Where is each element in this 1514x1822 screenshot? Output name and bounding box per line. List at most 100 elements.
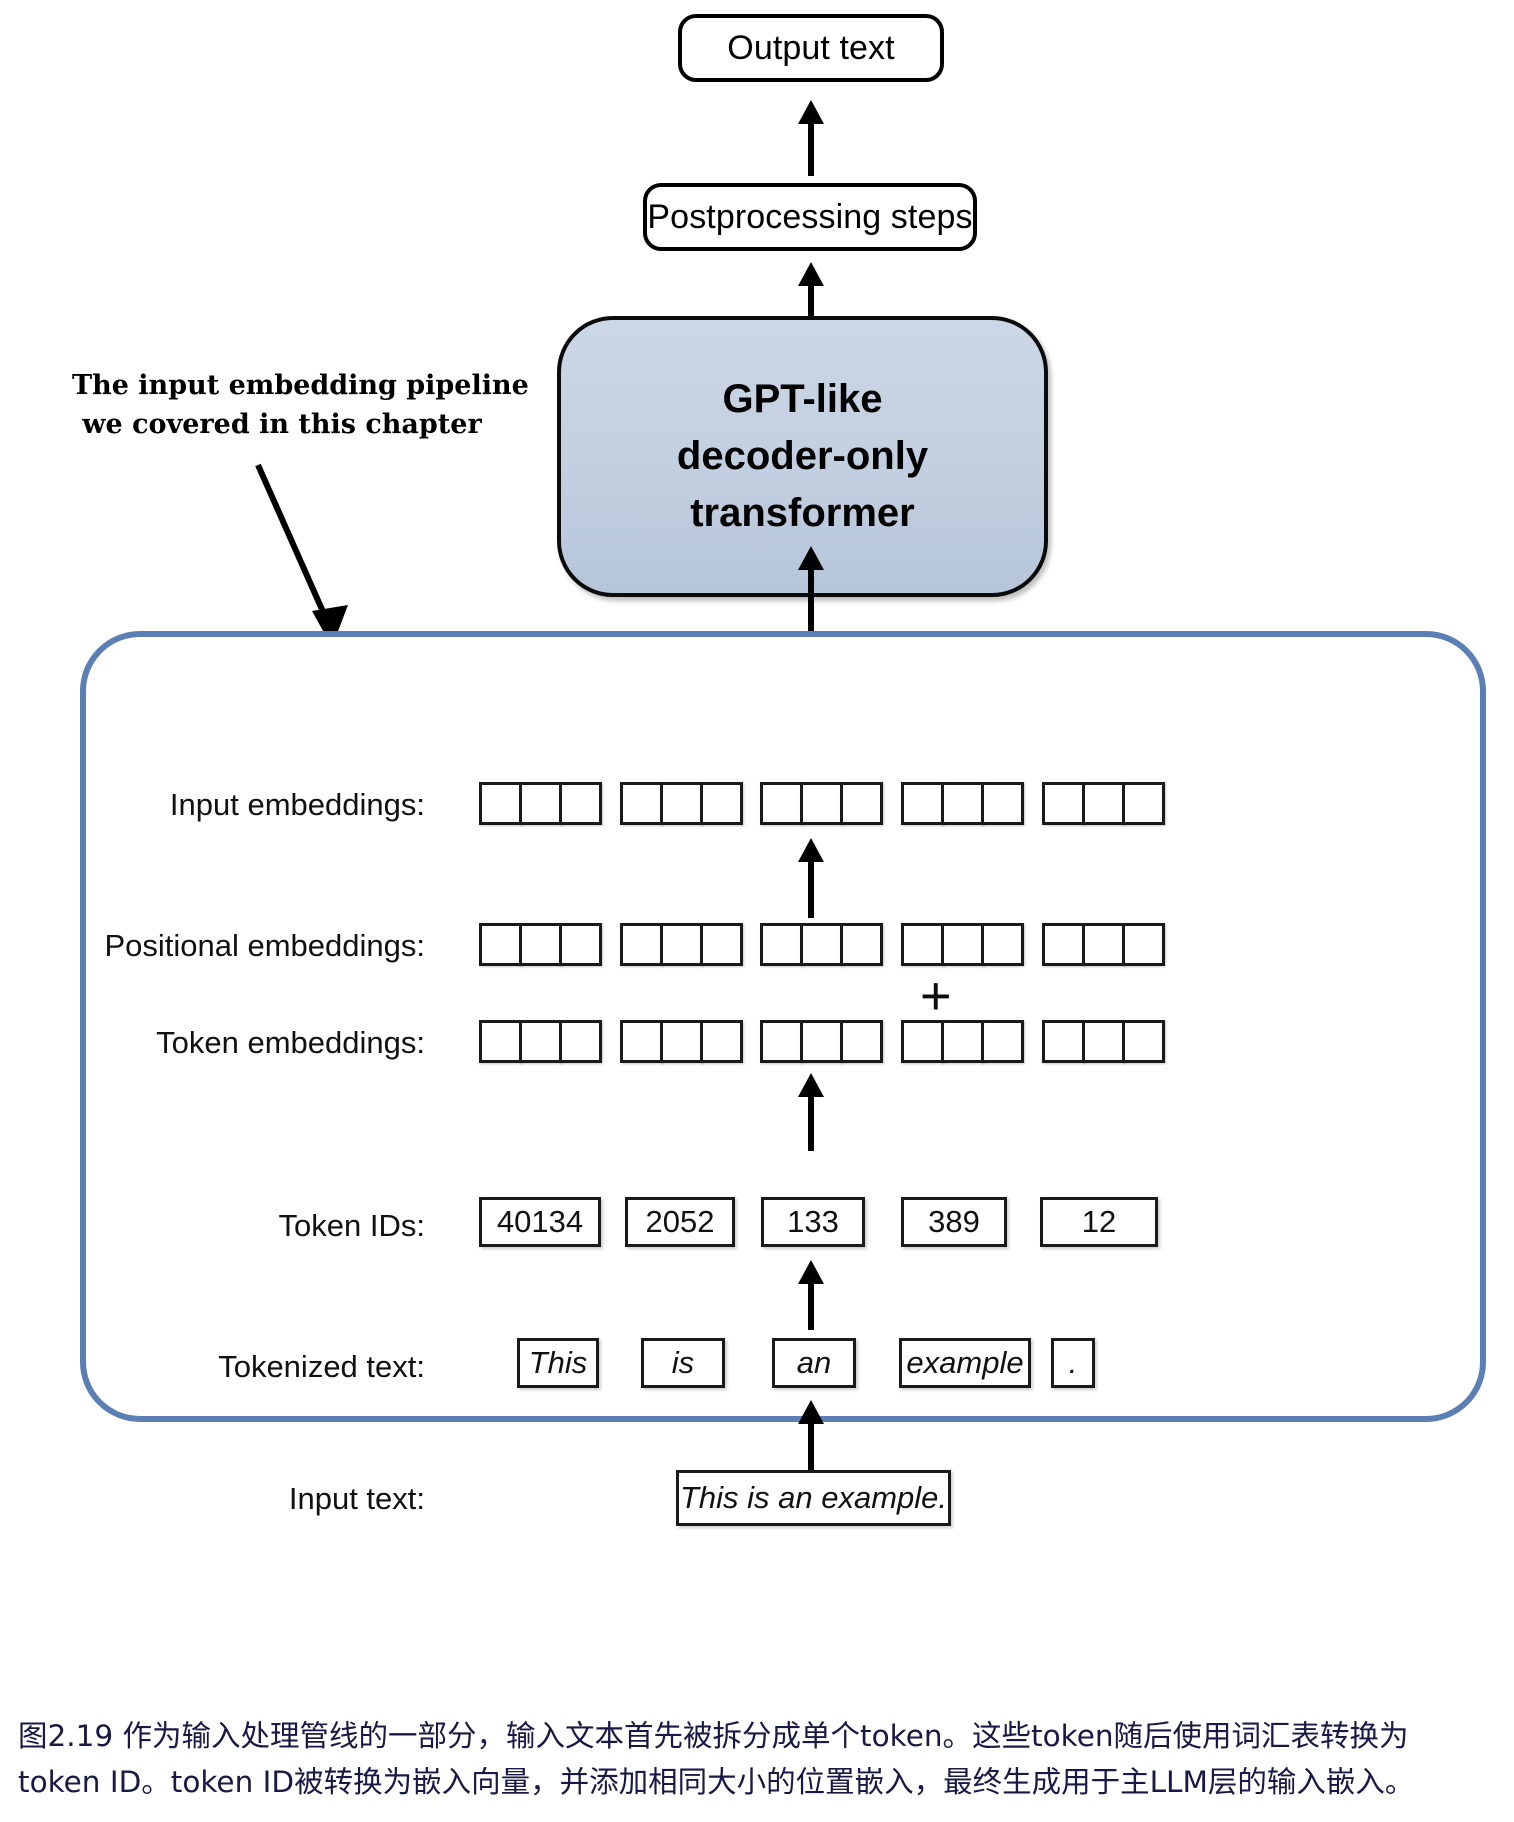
embedding-cell bbox=[901, 923, 944, 966]
embedding-cell bbox=[519, 782, 562, 825]
output-text-box: Output text bbox=[678, 14, 944, 82]
token-embedding-group-2 bbox=[620, 1020, 743, 1063]
embedding-cell bbox=[760, 923, 803, 966]
embedding-cell bbox=[519, 923, 562, 966]
embedding-cell bbox=[981, 1020, 1024, 1063]
label-positional-embeddings: Positional embeddings: bbox=[104, 928, 425, 963]
plus-operator: + bbox=[920, 966, 952, 1026]
embedding-cell bbox=[1122, 782, 1165, 825]
label-input-embeddings: Input embeddings: bbox=[169, 787, 425, 822]
embedding-cell bbox=[981, 782, 1024, 825]
input-embedding-group-5 bbox=[1042, 782, 1165, 825]
arrow-shaft bbox=[808, 852, 814, 918]
embedding-cell bbox=[1082, 782, 1125, 825]
input-embedding-group-2 bbox=[620, 782, 743, 825]
embedding-cell bbox=[941, 1020, 984, 1063]
embedding-cell bbox=[620, 782, 663, 825]
token-id-box-2: 2052 bbox=[625, 1197, 735, 1247]
arrow-shaft bbox=[808, 1274, 814, 1330]
token-box-3: an bbox=[772, 1338, 856, 1388]
figure-caption: 图2.19 作为输入处理管线的一部分，输入文本首先被拆分成单个token。这些t… bbox=[18, 1714, 1508, 1805]
embedding-cell bbox=[1122, 1020, 1165, 1063]
transformer-line-2: decoder-only bbox=[676, 434, 929, 479]
positional-embedding-group-3 bbox=[760, 923, 883, 966]
embedding-cell bbox=[760, 782, 803, 825]
arrow-transformer-to-postprocessing bbox=[798, 262, 824, 322]
embedding-cell bbox=[1042, 782, 1085, 825]
token-id-box-3: 133 bbox=[761, 1197, 865, 1247]
arrow-tokenized-text-to-token-ids bbox=[798, 1260, 824, 1330]
arrow-shaft bbox=[808, 560, 814, 692]
embedding-cell bbox=[559, 1020, 602, 1063]
token-embedding-group-5 bbox=[1042, 1020, 1165, 1063]
embedding-cell bbox=[1082, 923, 1125, 966]
arrow-embeddings-to-transformer bbox=[798, 546, 824, 692]
token-box-5: . bbox=[1051, 1338, 1095, 1388]
embedding-cell bbox=[660, 1020, 703, 1063]
embedding-cell bbox=[840, 923, 883, 966]
embedding-cell bbox=[901, 782, 944, 825]
input-embedding-group-3 bbox=[760, 782, 883, 825]
input-embedding-group-4 bbox=[901, 782, 1024, 825]
label-tokenized-text: Tokenized text: bbox=[218, 1349, 425, 1384]
embedding-cell bbox=[620, 1020, 663, 1063]
arrow-shaft bbox=[808, 114, 814, 176]
token-embedding-group-4 bbox=[901, 1020, 1024, 1063]
arrow-input-text-to-tokenized-text bbox=[798, 1400, 824, 1474]
gpt-decoder-transformer-block: GPT-like decoder-only transformer bbox=[557, 316, 1048, 597]
embedding-cell bbox=[660, 782, 703, 825]
embedding-cell bbox=[479, 1020, 522, 1063]
token-embedding-group-1 bbox=[479, 1020, 602, 1063]
embedding-cell bbox=[1042, 923, 1085, 966]
embedding-cell bbox=[700, 782, 743, 825]
embedding-cell bbox=[559, 782, 602, 825]
embedding-cell bbox=[1122, 923, 1165, 966]
postprocessing-steps-label: Postprocessing steps bbox=[647, 197, 973, 236]
annotation-callout: The input embedding pipeline we covered … bbox=[72, 366, 529, 444]
annotation-arrow-icon bbox=[255, 463, 348, 647]
token-box-4: example bbox=[899, 1338, 1031, 1388]
positional-embedding-group-4 bbox=[901, 923, 1024, 966]
embedding-cell bbox=[800, 1020, 843, 1063]
embedding-cell bbox=[479, 782, 522, 825]
embedding-cell bbox=[941, 923, 984, 966]
embedding-cell bbox=[840, 782, 883, 825]
input-embedding-group-1 bbox=[479, 782, 602, 825]
embedding-cell bbox=[559, 923, 602, 966]
token-id-box-5: 12 bbox=[1040, 1197, 1158, 1247]
token-id-box-4: 389 bbox=[901, 1197, 1007, 1247]
token-id-box-1: 40134 bbox=[479, 1197, 601, 1247]
transformer-line-1: GPT-like bbox=[722, 377, 883, 422]
embedding-cell bbox=[981, 923, 1024, 966]
embedding-cell bbox=[700, 923, 743, 966]
positional-embedding-group-1 bbox=[479, 923, 602, 966]
embedding-cell bbox=[660, 923, 703, 966]
embedding-cell bbox=[941, 782, 984, 825]
arrow-shaft bbox=[808, 276, 814, 322]
postprocessing-steps-box: Postprocessing steps bbox=[643, 183, 977, 251]
label-token-ids: Token IDs: bbox=[278, 1208, 425, 1243]
token-box-1: This bbox=[517, 1338, 599, 1388]
positional-embedding-group-5 bbox=[1042, 923, 1165, 966]
token-embedding-group-3 bbox=[760, 1020, 883, 1063]
embedding-cell bbox=[840, 1020, 883, 1063]
arrow-sum-to-input-embeddings bbox=[798, 838, 824, 918]
embedding-cell bbox=[1042, 1020, 1085, 1063]
embedding-cell bbox=[800, 782, 843, 825]
annotation-line-2: we covered in this chapter bbox=[82, 409, 482, 441]
caption-line-1: 图2.19 作为输入处理管线的一部分，输入文本首先被拆分成单个token。这些t… bbox=[18, 1719, 1409, 1753]
arrow-token-ids-to-token-embeddings bbox=[798, 1073, 824, 1151]
embedding-cell bbox=[1082, 1020, 1125, 1063]
arrow-shaft bbox=[808, 1087, 814, 1151]
positional-embedding-group-2 bbox=[620, 923, 743, 966]
arrow-shaft bbox=[808, 1414, 814, 1474]
input-text-box: This is an example. bbox=[676, 1470, 951, 1526]
annotation-line-1: The input embedding pipeline bbox=[72, 370, 529, 401]
token-box-2: is bbox=[641, 1338, 725, 1388]
embedding-cell bbox=[519, 1020, 562, 1063]
arrow-postprocessing-to-output bbox=[798, 100, 824, 176]
transformer-line-3: transformer bbox=[690, 490, 915, 535]
embedding-cell bbox=[700, 1020, 743, 1063]
embedding-cell bbox=[479, 923, 522, 966]
